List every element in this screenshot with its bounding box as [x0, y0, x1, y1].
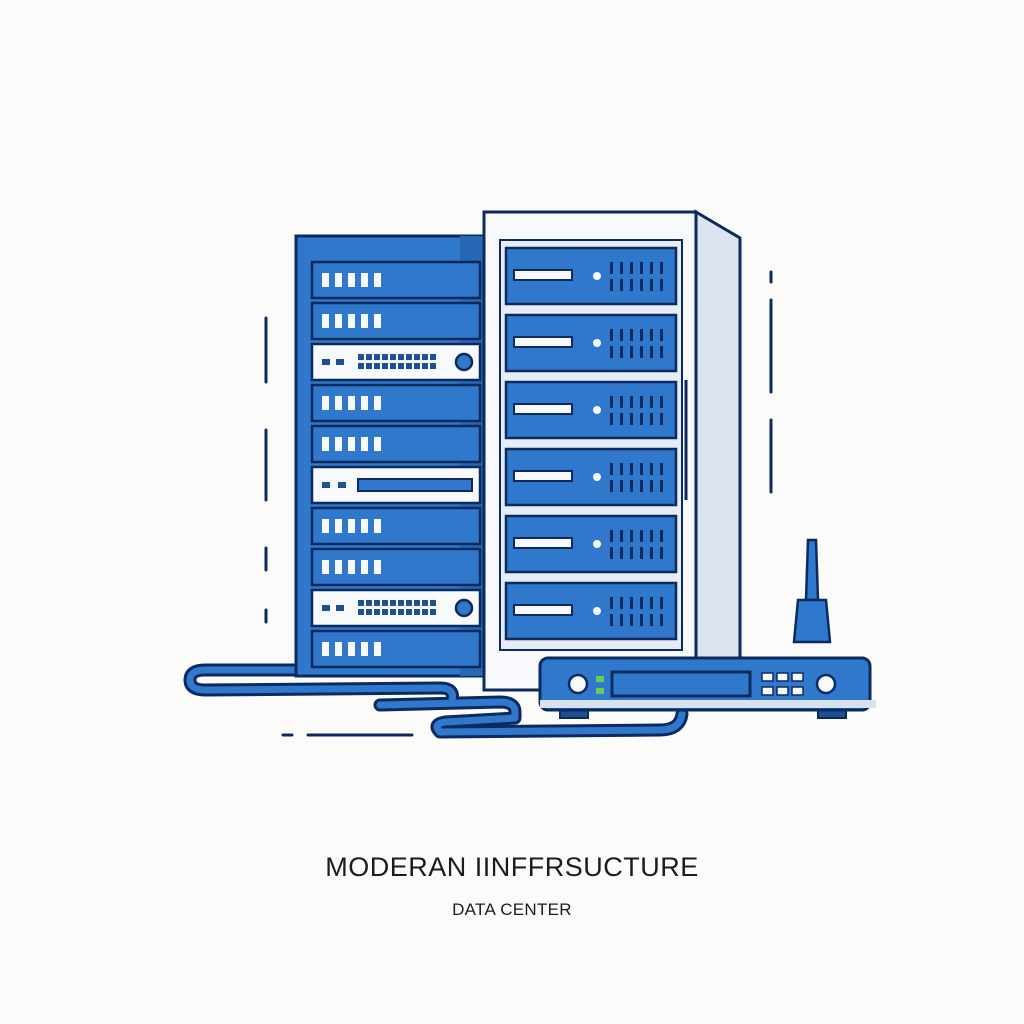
server-unit [504, 514, 678, 574]
rack-unit [310, 260, 482, 300]
rack-unit [310, 301, 482, 341]
rack-unit [310, 342, 482, 382]
caption-title: MODERAN IINFFRSUCTURE [325, 852, 699, 882]
server-unit [504, 246, 678, 306]
server-unit [504, 447, 678, 507]
rack-unit [310, 506, 482, 546]
server-rack-icon [294, 234, 498, 678]
decorative-lines [264, 270, 773, 737]
server-unit [504, 380, 678, 440]
caption-subtitle: DATA CENTER [452, 900, 572, 919]
rack-unit [310, 383, 482, 423]
rack-unit [310, 465, 482, 505]
server-unit [504, 581, 678, 641]
server-unit [504, 313, 678, 373]
rack-unit [310, 588, 482, 628]
network-router-icon [538, 538, 876, 719]
rack-unit [310, 424, 482, 464]
rack-unit [310, 547, 482, 587]
rack-unit [310, 629, 482, 669]
server-cabinet-icon [482, 209, 742, 693]
